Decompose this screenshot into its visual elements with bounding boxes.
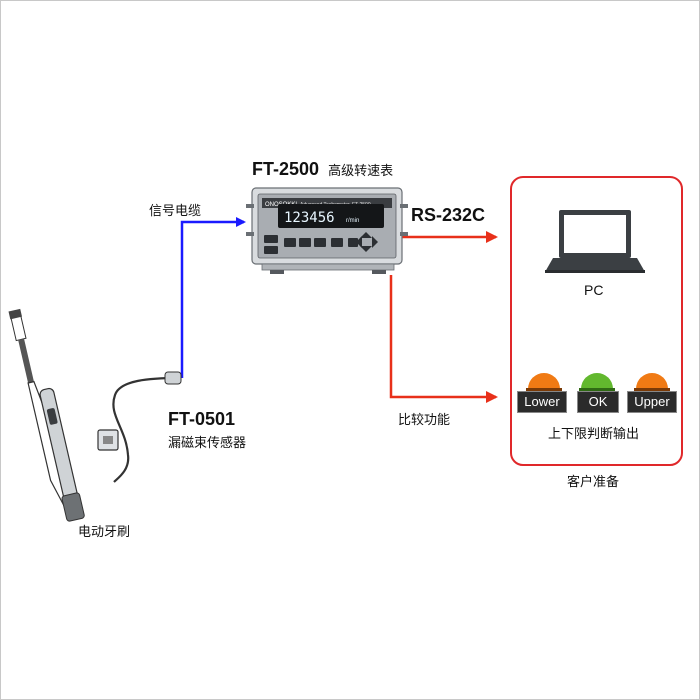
signal-cable-label: 信号电缆 <box>149 204 202 219</box>
sensor-name: 漏磁束传感器 <box>168 436 247 451</box>
customer-box <box>510 176 683 466</box>
compare-output-arrow <box>389 275 498 403</box>
pc-label: PC <box>584 282 604 298</box>
meter-display-digits: 123456 <box>284 210 335 226</box>
ft2500-meter: ONOSOKKI Advanced Tachometer FT-2500 123… <box>246 187 408 274</box>
sensor-model: FT-0501 <box>168 409 236 429</box>
customer-prepared-label: 客户准备 <box>567 475 620 490</box>
ft0501-sensor-icon <box>97 371 182 483</box>
lamp-lower-icon <box>526 373 562 393</box>
meter-model: FT-2500 <box>252 159 320 179</box>
compare-function-label: 比较功能 <box>398 413 451 428</box>
upper-output-button: Upper <box>627 391 677 413</box>
signal-cable-line <box>180 217 246 378</box>
toothbrush-label: 电动牙刷 <box>78 525 131 540</box>
meter-title: FT-2500 高级转速表 <box>252 159 393 180</box>
lamp-ok-icon <box>579 373 615 393</box>
toothbrush-icon <box>8 308 85 522</box>
meter-subtitle: 高级转速表 <box>328 164 394 179</box>
laptop-icon <box>545 210 645 273</box>
ok-output-button: OK <box>577 391 619 413</box>
judge-output-caption: 上下限判断输出 <box>548 427 640 442</box>
meter-display-unit: r/min <box>346 218 359 224</box>
lower-output-button: Lower <box>517 391 567 413</box>
lamp-upper-icon <box>634 373 670 393</box>
rs232c-label: RS-232C <box>411 205 486 225</box>
